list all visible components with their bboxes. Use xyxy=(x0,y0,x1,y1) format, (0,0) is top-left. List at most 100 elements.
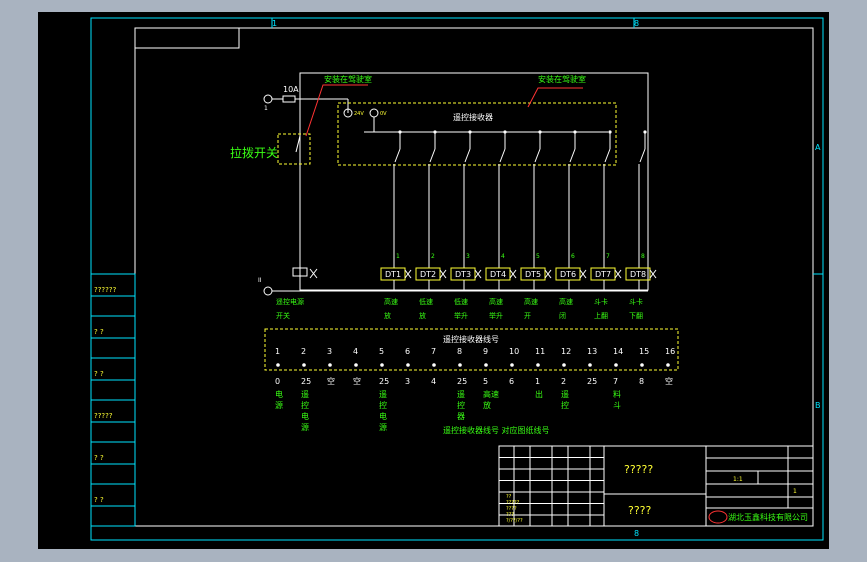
relay-label-line: 低速 xyxy=(454,297,468,306)
relay-label-line: 下翻 xyxy=(629,311,643,320)
relay-label: 低速举升 xyxy=(454,297,468,320)
pin-terminal xyxy=(484,363,488,367)
relay-coil xyxy=(485,267,511,281)
pin-terminal xyxy=(432,363,436,367)
wire-number: 25 xyxy=(379,377,389,386)
pin-description-line: 斗 xyxy=(613,401,621,410)
wire-number: 空 xyxy=(665,376,673,386)
wire-number: 2 xyxy=(561,377,566,386)
wire-number: 8 xyxy=(639,377,644,386)
receiver-table-box xyxy=(264,328,679,371)
pin-terminal xyxy=(458,363,462,367)
relay-label-line: 闭 xyxy=(559,312,566,320)
pin-description-line: 电 xyxy=(379,411,387,421)
relay-label: 斗卡上翻 xyxy=(594,297,608,320)
pin-description-line: 控 xyxy=(457,400,465,410)
pin-description-line: 控 xyxy=(379,400,387,410)
relay-label-line: 高速 xyxy=(384,297,398,306)
wire-number: 5 xyxy=(483,377,488,386)
pin-description-line: 源 xyxy=(275,401,283,410)
relay-label-line: 上翻 xyxy=(594,311,608,320)
relay-switch xyxy=(464,148,471,163)
pin-terminal xyxy=(588,363,592,367)
wire-number: 1 xyxy=(535,377,540,386)
pin-description-line: 遥 xyxy=(457,389,465,399)
relay-label: 高速闭 xyxy=(559,297,573,320)
receiver-table-title: 遥控接收器线号 xyxy=(443,334,499,344)
pin-description-line: 遥 xyxy=(561,389,569,399)
power-relay-label: 遥控电源 开关 xyxy=(276,297,306,320)
pin-description-line: 源 xyxy=(301,423,309,432)
title-block-row: ???? xyxy=(506,506,517,512)
relay-label: 高速放 xyxy=(384,297,398,320)
relay-label-line: 斗卡 xyxy=(594,297,608,306)
fuse xyxy=(282,95,296,103)
pin-description: 出 xyxy=(535,389,543,399)
pin-number: 5 xyxy=(379,347,384,356)
relay-tag: DT3 xyxy=(455,270,471,279)
relay-label-line: 放 xyxy=(384,311,391,320)
relay-tag: DT8 xyxy=(630,270,646,279)
pin-description-line: 控 xyxy=(561,400,569,410)
relay-number: 4 xyxy=(501,253,505,260)
pin-description-line: 电 xyxy=(275,389,283,399)
left-strip: ??????? ?? ??????? ?? ? xyxy=(90,273,136,527)
terminal-b: 0V xyxy=(380,111,387,117)
relay-number: 5 xyxy=(536,253,540,260)
relay-tag: DT2 xyxy=(420,270,436,279)
wire-number: 25 xyxy=(301,377,311,386)
relay-label-line: 举升 xyxy=(489,311,503,320)
pin-number: 13 xyxy=(587,347,597,356)
pin-description-line: 料 xyxy=(613,389,621,399)
relay-number: 6 xyxy=(571,253,575,260)
pin-number: 3 xyxy=(327,347,332,356)
relay-label: 高速开 xyxy=(524,297,538,320)
pin-description-line: 器 xyxy=(457,412,465,421)
pin-terminal xyxy=(510,363,514,367)
drawing-title: ????? xyxy=(624,463,653,476)
pin-description-line: 遥 xyxy=(301,389,309,399)
left-strip-cell: ? ? xyxy=(94,496,104,504)
wire-number: 25 xyxy=(457,377,467,386)
relay-switch xyxy=(534,148,541,163)
relay-label-line: 斗卡 xyxy=(629,297,643,306)
relay-label-line: 高速 xyxy=(559,297,573,306)
relay-coil xyxy=(380,267,406,281)
pin-number: 7 xyxy=(431,347,436,356)
zone-marker-top-mid: 8 xyxy=(634,19,639,28)
relay-coil xyxy=(450,267,476,281)
relay-label-line: 放 xyxy=(419,311,426,320)
schematic-drawing: 1 8 8 A B ??????? ?? ??????? ?? ? 1 II 1… xyxy=(90,17,824,541)
pin-number: 10 xyxy=(509,347,519,356)
relay-switch xyxy=(429,148,436,163)
pin-description: 料斗 xyxy=(613,389,621,410)
pin-description: 遥控器 xyxy=(457,389,465,421)
relay-tag: DT7 xyxy=(595,270,611,279)
title-block: ???????????????/??/?? ????? ???? 1:1 1 湖… xyxy=(498,445,814,527)
pin-terminal xyxy=(666,363,670,367)
pin-number: 14 xyxy=(613,347,623,356)
relay-label-line: 低速 xyxy=(419,297,433,306)
pull-switch-label: 拉拨开关 xyxy=(230,145,278,160)
left-strip-cell: ?????? xyxy=(94,286,117,294)
relay-label-line: 开 xyxy=(524,312,531,320)
pin-terminal xyxy=(354,363,358,367)
title-block-row: ?? xyxy=(506,494,512,500)
fuse-label: 10A xyxy=(283,85,299,94)
pin-number: 15 xyxy=(639,347,649,356)
left-strip-cell: ? ? xyxy=(94,454,104,462)
wire-number: 7 xyxy=(613,377,618,386)
wire-number: 4 xyxy=(431,377,436,386)
left-strip-cell: ????? xyxy=(94,412,113,420)
left-strip-cell: ? ? xyxy=(94,328,104,336)
pin-description-line: 放 xyxy=(483,400,491,410)
pin-number: 2 xyxy=(301,347,306,356)
zone-marker-right-a: A xyxy=(815,143,821,152)
pin-number: 1 xyxy=(275,347,280,356)
relay-number: 3 xyxy=(466,253,470,260)
pin-description-line: 高速 xyxy=(483,389,499,399)
drawing-number: ???? xyxy=(628,504,652,517)
pin-terminal xyxy=(276,363,280,367)
power-relay-label-1: 遥控电源 xyxy=(276,297,304,306)
pin-number: 16 xyxy=(665,347,675,356)
